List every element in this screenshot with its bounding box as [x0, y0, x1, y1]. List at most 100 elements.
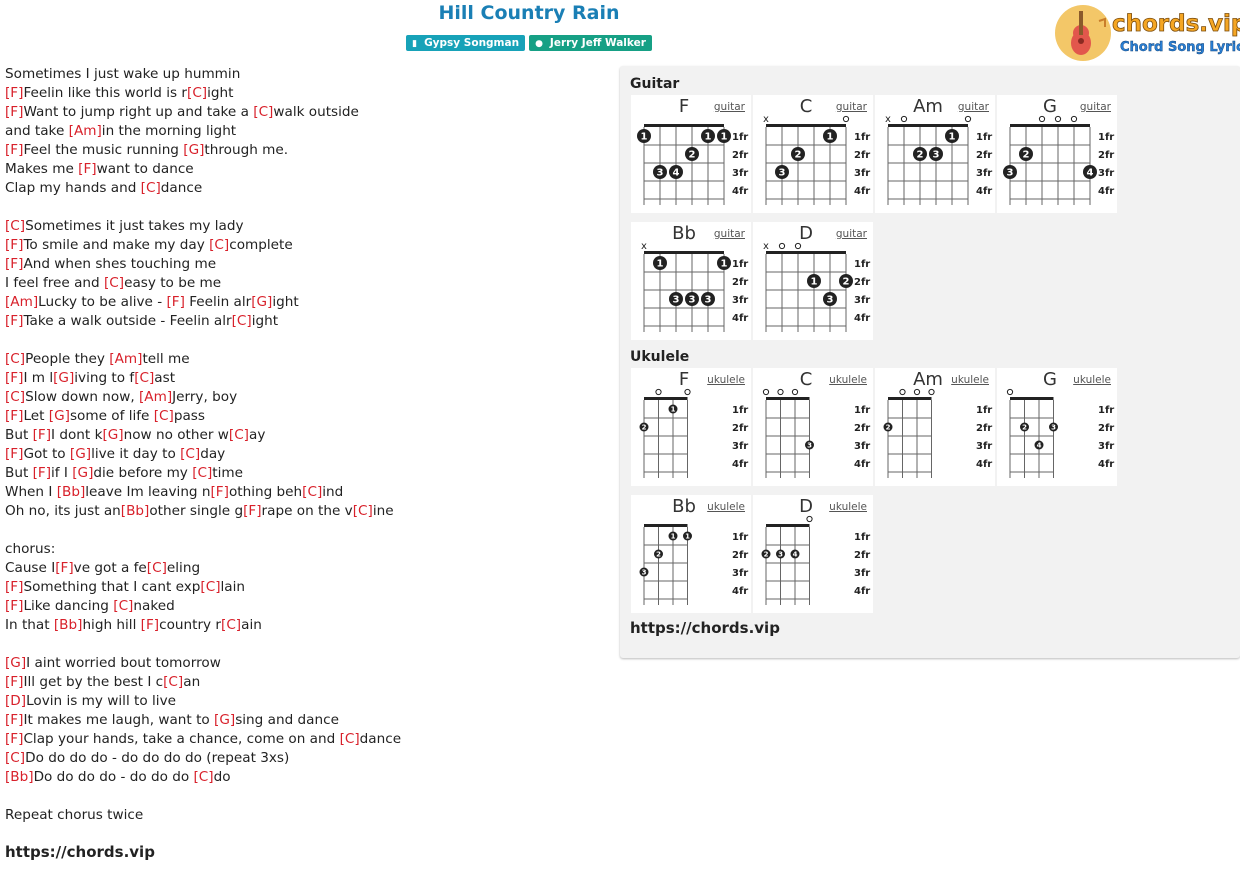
chord-link[interactable]: [G]	[69, 446, 92, 462]
chord-link[interactable]: [Am]	[5, 294, 39, 310]
chord-link[interactable]: [C]	[5, 351, 26, 367]
lyric-line: But [F]if I [G]die before my [C]time	[5, 464, 610, 483]
chord-link[interactable]: [D]	[5, 693, 27, 709]
chord-link[interactable]: [Am]	[138, 389, 173, 405]
chord-link[interactable]: [F]	[5, 579, 24, 595]
footer-site-url[interactable]: https://chords.vip	[5, 843, 155, 861]
chord-link[interactable]: [F]	[5, 446, 24, 462]
chord-link[interactable]: [C]	[221, 617, 242, 633]
chord-link[interactable]: [F]	[5, 142, 24, 158]
chord-link[interactable]: [F]	[166, 294, 185, 310]
chord-link[interactable]: [C]	[113, 598, 134, 614]
chord-link[interactable]: [F]	[5, 674, 24, 690]
chord-link[interactable]: [F]	[5, 85, 24, 101]
chord-link[interactable]: [C]	[192, 465, 213, 481]
chord-link[interactable]: [F]	[5, 237, 24, 253]
instrument-link[interactable]: guitar	[835, 228, 867, 240]
instrument-link[interactable]: ukulele	[829, 374, 867, 386]
chord-link[interactable]: [C]	[153, 408, 174, 424]
chord-link[interactable]: [C]	[302, 484, 323, 500]
chord-link[interactable]: [F]	[5, 104, 24, 120]
instrument-link[interactable]: ukulele	[707, 501, 745, 513]
chord-link[interactable]: [F]	[78, 161, 97, 177]
chord-link[interactable]: [C]	[200, 579, 221, 595]
chord-link[interactable]: [G]	[183, 142, 205, 158]
chord-link[interactable]: [Am]	[109, 351, 143, 367]
chord-link[interactable]: [C]	[140, 180, 161, 196]
chord-link[interactable]: [C]	[5, 389, 26, 405]
chord-link[interactable]: [C]	[228, 427, 249, 443]
chord-link[interactable]: [C]	[180, 446, 201, 462]
tag-artist[interactable]: ●Jerry Jeff Walker	[529, 35, 652, 51]
lyric-line: [F]Ill get by the best I c[C]an	[5, 673, 610, 692]
chord-link[interactable]: [F]	[5, 731, 24, 747]
site-logo[interactable]: chords.vip Chord Song Lyric	[1054, 3, 1240, 63]
chord-link[interactable]: [C]	[209, 237, 230, 253]
chord-link[interactable]: [C]	[146, 560, 167, 576]
chord-link[interactable]: [F]	[5, 598, 24, 614]
instrument-link[interactable]: guitar	[713, 101, 745, 113]
chord-link[interactable]: [C]	[5, 218, 26, 234]
finger-dot	[639, 567, 649, 577]
instrument-link[interactable]: guitar	[835, 101, 867, 113]
chord-link[interactable]: [Am]	[68, 123, 102, 139]
instrument-link[interactable]: ukulele	[951, 374, 989, 386]
chord-link[interactable]: [F]	[5, 712, 24, 728]
chord-link[interactable]: [C]	[339, 731, 360, 747]
instrument-link[interactable]: ukulele	[1073, 374, 1111, 386]
instrument-link[interactable]: guitar	[1079, 101, 1111, 113]
fret-label: 1fr	[854, 532, 870, 543]
chord-link[interactable]: [C]	[134, 370, 155, 386]
finger-dot	[685, 292, 699, 306]
chord-link[interactable]: [F]	[5, 370, 24, 386]
finger-number: 1	[827, 132, 834, 143]
chord-link[interactable]: [C]	[187, 85, 208, 101]
chord-link[interactable]: [F]	[32, 465, 52, 481]
instrument-link[interactable]: ukulele	[707, 374, 745, 386]
chord-link[interactable]: [F]	[210, 484, 229, 500]
chord-link[interactable]: [G]	[102, 427, 124, 443]
chord-link[interactable]: [C]	[103, 275, 125, 291]
chord-link[interactable]: [C]	[163, 674, 184, 690]
chord-link[interactable]: [G]	[72, 465, 94, 481]
instrument-link[interactable]: ukulele	[829, 501, 867, 513]
chord-link[interactable]: [F]	[32, 427, 52, 443]
chord-link[interactable]: [F]	[5, 313, 24, 329]
chord-link[interactable]: [Bb]	[120, 503, 150, 519]
chord-link[interactable]: [G]	[214, 712, 236, 728]
instrument-link[interactable]: guitar	[957, 101, 989, 113]
chord-link[interactable]: [G]	[5, 655, 27, 671]
chord-link[interactable]: [F]	[55, 560, 74, 576]
chord-link[interactable]: [F]	[5, 256, 24, 272]
chord-link[interactable]: [F]	[140, 617, 160, 633]
chord-link[interactable]: [C]	[193, 769, 214, 785]
chord-link[interactable]: [C]	[253, 104, 274, 120]
fret-label: 4fr	[976, 459, 992, 470]
chord-link[interactable]: [C]	[352, 503, 373, 519]
panel-site-url[interactable]: https://chords.vip	[630, 619, 780, 637]
chord-link[interactable]: [Bb]	[5, 769, 34, 785]
instrument-link[interactable]: guitar	[713, 228, 745, 240]
chord-link[interactable]: [G]	[53, 370, 75, 386]
chord-link[interactable]: [Bb]	[53, 617, 83, 633]
chord-link[interactable]: [C]	[5, 750, 26, 766]
chord-link[interactable]: [G]	[251, 294, 273, 310]
chord-link[interactable]: [F]	[5, 408, 24, 424]
chord-link[interactable]: [F]	[243, 503, 262, 519]
chord-link[interactable]: [Bb]	[56, 484, 86, 500]
chord-link[interactable]: [G]	[48, 408, 70, 424]
chord-link[interactable]: [C]	[231, 313, 252, 329]
tag-song[interactable]: ▮Gypsy Songman	[406, 35, 526, 51]
